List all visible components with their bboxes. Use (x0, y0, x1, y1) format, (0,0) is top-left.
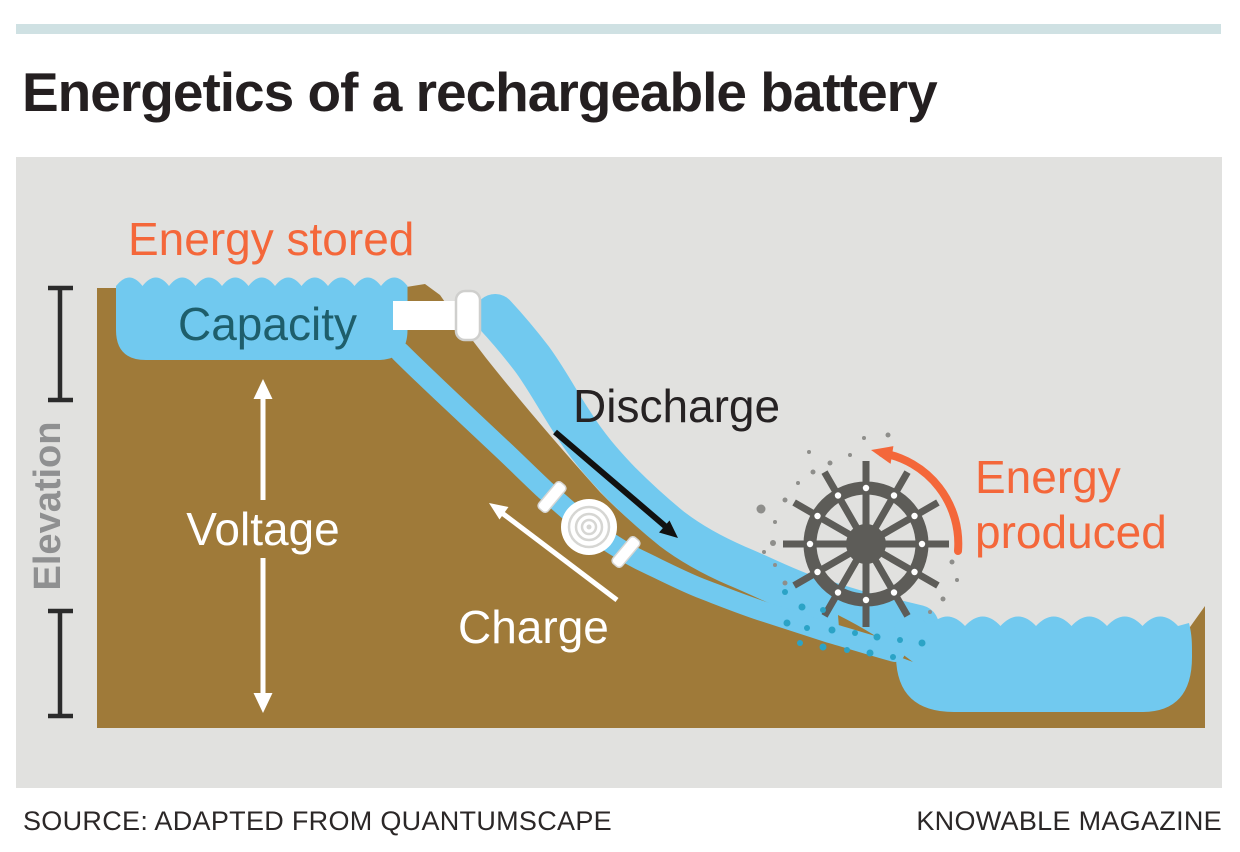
rotation-arrow-icon (871, 446, 963, 555)
earth-hillside (97, 284, 1205, 728)
source-credit: SOURCE: ADAPTED FROM QUANTUMSCAPE (23, 806, 612, 836)
svg-text:produced: produced (975, 506, 1167, 558)
elevation-dimension-line (48, 285, 73, 719)
discharge-arrow-icon (553, 429, 678, 538)
voltage-arrow-icon (253, 379, 273, 713)
accent-bar (16, 24, 1221, 34)
charge-label: Charge (458, 601, 609, 653)
magazine-credit: KNOWABLE MAGAZINE (916, 806, 1222, 836)
svg-text:Energy: Energy (975, 451, 1121, 503)
voltage-label: Voltage (186, 503, 339, 555)
pipe-valve-icon (393, 289, 482, 342)
page-title: Energetics of a rechargeable battery (22, 61, 938, 123)
discharge-label: Discharge (573, 380, 780, 432)
capacity-label: Capacity (178, 298, 357, 350)
upper-reservoir (116, 277, 408, 360)
diagram-canvas: Elevation Voltage Discharge Charge Energ… (27, 213, 1205, 728)
elevation-label: Elevation (27, 422, 69, 591)
energy-produced-label: Energy produced (975, 451, 1167, 558)
battery-energetics-diagram: Elevation Voltage Discharge Charge Energ… (16, 157, 1222, 788)
energy-stored-label: Energy stored (128, 213, 414, 265)
water-bubble-dots (782, 589, 926, 660)
charge-arrow-icon (489, 503, 619, 602)
lower-pool (894, 616, 1192, 712)
spray-dots (756, 432, 959, 614)
footer: SOURCE: ADAPTED FROM QUANTUMSCAPE KNOWAB… (23, 806, 1222, 840)
pump-icon (537, 481, 641, 568)
water-wheel-icon (783, 461, 949, 627)
